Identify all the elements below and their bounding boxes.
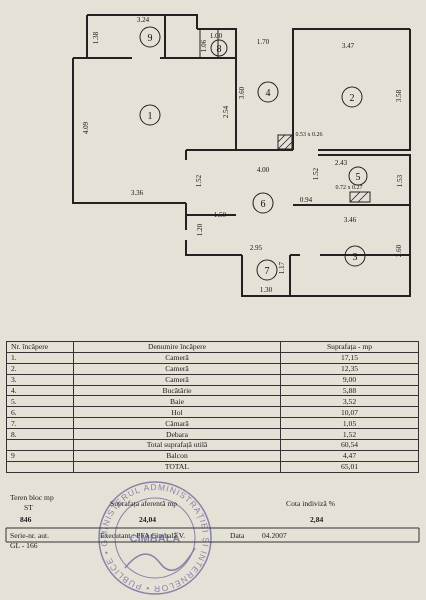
cota-label: Cota indiviză % (286, 499, 335, 508)
svg-text:6: 6 (261, 199, 266, 210)
official-stamp: MINISTERUL ADMINISTRAȚIEI ȘI INTERNELOR … (95, 478, 212, 595)
svg-text:3.36: 3.36 (131, 189, 144, 197)
svg-text:1: 1 (148, 111, 153, 122)
svg-text:1.53: 1.53 (396, 174, 404, 187)
svg-text:1.00: 1.00 (210, 32, 223, 40)
room-number-markers: 1 2 3 4 5 6 7 8 9 (139, 26, 368, 281)
svg-text:9: 9 (148, 33, 153, 44)
room-marker-3: 3 (344, 245, 366, 267)
svg-text:1.30: 1.30 (260, 286, 273, 294)
svg-text:3.60: 3.60 (238, 86, 246, 99)
st-label: ST (24, 503, 33, 512)
svg-text:2: 2 (350, 93, 355, 104)
svg-text:5: 5 (356, 172, 361, 183)
teren-label: Teren bloc mp (10, 493, 54, 502)
svg-text:2.43: 2.43 (335, 159, 348, 167)
svg-text:0.72 x 0.27: 0.72 x 0.27 (336, 185, 363, 191)
svg-text:1.06: 1.06 (200, 39, 208, 52)
svg-text:0.94: 0.94 (300, 196, 313, 204)
svg-text:1.70: 1.70 (257, 38, 270, 46)
svg-text:1.38: 1.38 (92, 31, 100, 44)
room-marker-2: 2 (341, 86, 363, 108)
suprafata-value: 24,04 (139, 515, 157, 524)
svg-text:3.47: 3.47 (342, 42, 355, 50)
room-marker-9: 9 (139, 26, 161, 48)
floor-plan: 1 2 3 4 5 6 7 8 9 3.24 1.38 1.00 1.06 1.… (72, 14, 411, 297)
executant: Executant : PFA Cimbală V. (100, 531, 186, 540)
svg-text:2.60: 2.60 (395, 244, 403, 257)
data-label: Data (230, 531, 245, 540)
room-marker-7: 7 (256, 259, 278, 281)
svg-text:3: 3 (353, 252, 358, 263)
data-value: 04.2007 (262, 531, 287, 540)
svg-text:0.53 x 0.26: 0.53 x 0.26 (296, 132, 323, 138)
room-marker-1: 1 (139, 104, 161, 126)
room-marker-5: 5 (348, 166, 368, 186)
svg-text:4.00: 4.00 (257, 166, 270, 174)
svg-text:8: 8 (217, 44, 222, 55)
serie-value: GL - 166 (10, 541, 38, 550)
svg-text:1.52: 1.52 (312, 167, 320, 180)
svg-text:4.09: 4.09 (82, 121, 90, 134)
grand-total-area: 65,01 (280, 460, 419, 473)
svg-text:7: 7 (265, 266, 270, 277)
svg-text:2.54: 2.54 (222, 105, 230, 118)
svg-text:1.17: 1.17 (278, 261, 286, 274)
svg-text:3.24: 3.24 (137, 16, 150, 24)
room-marker-6: 6 (252, 192, 274, 214)
svg-text:1.50: 1.50 (214, 211, 227, 219)
room-area-table: Nr. încăpere Denumire încăpere Suprafața… (6, 341, 419, 473)
suprafata-label: Suprafața aferentă mp (110, 499, 178, 508)
ventilation-ducts (277, 134, 371, 203)
room-marker-4: 4 (257, 81, 279, 103)
svg-text:4: 4 (266, 88, 271, 99)
svg-text:3.58: 3.58 (395, 89, 403, 102)
cota-value: 2,84 (310, 515, 324, 524)
plan-walls (72, 14, 411, 297)
st-value: 846 (20, 515, 32, 524)
svg-text:1.20: 1.20 (196, 223, 204, 236)
room-marker-8: 8 (210, 39, 228, 57)
svg-text:3.46: 3.46 (344, 216, 357, 224)
svg-text:CIMBALĂ: CIMBALĂ (130, 532, 181, 545)
dimension-labels: 3.24 1.38 1.00 1.06 1.70 3.47 3.58 3.60 … (82, 16, 404, 294)
svg-text:2.95: 2.95 (250, 244, 263, 252)
serie-label: Serie-nr. aut. (10, 531, 50, 540)
svg-text:1.52: 1.52 (195, 174, 203, 187)
